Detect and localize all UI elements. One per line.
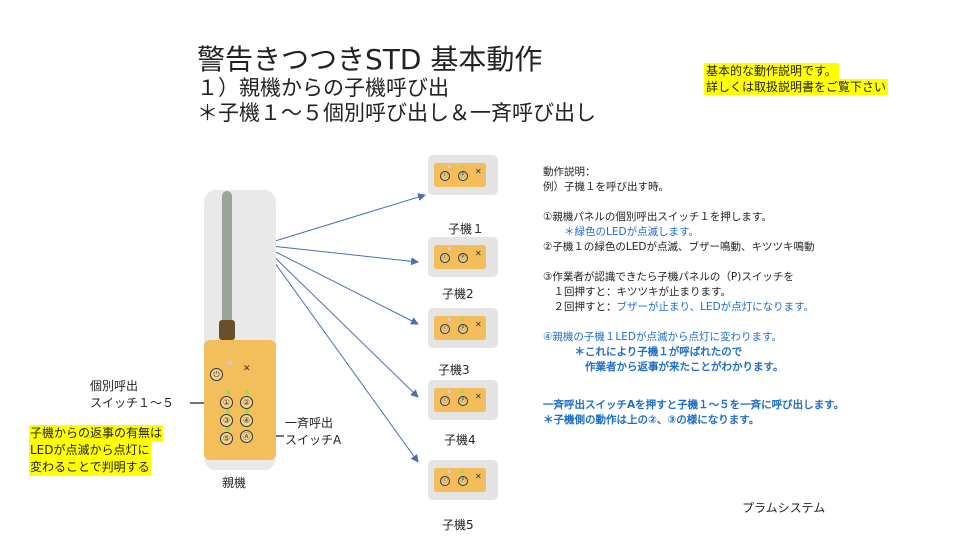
footer-company: プラムシステム <box>742 501 826 515</box>
page-title: 警告きつつきSTD 基本動作 <box>197 43 543 76</box>
description-line: 例）子機１を呼び出す時。 <box>543 181 669 193</box>
left-note: 子機からの返事の有無は LEDが点滅から点灯に 変わることで判明する <box>29 425 164 476</box>
child-power-button-1[interactable]: ⓒ <box>440 171 450 181</box>
child-power-led-2 <box>448 247 451 250</box>
child-p-switch-1[interactable]: Ⓟ <box>458 171 468 181</box>
description-line <box>543 255 814 270</box>
parent-switch-4[interactable]: ④ <box>240 414 253 427</box>
child-p-switch-2[interactable]: Ⓟ <box>458 253 468 263</box>
child-label-4: 子機4 <box>444 433 476 447</box>
description-line: ①親機パネルの個別呼出スイッチ１を押します。 <box>543 211 772 223</box>
left-note-line-2: LEDが点滅から点灯に <box>29 442 151 459</box>
top-note-line-1: 基本的な動作説明です。 <box>704 63 839 79</box>
all-call-description-line-2: ＊子機側の動作は上の②、③の様になります。 <box>543 414 760 426</box>
arrow-to-child-5 <box>261 244 419 463</box>
description-line <box>543 315 814 330</box>
parent-label: 親機 <box>222 476 247 490</box>
child-p-switch-5[interactable]: Ⓟ <box>458 476 468 486</box>
arrow-to-child-3 <box>261 244 419 325</box>
child-power-led-5 <box>448 470 451 473</box>
description-line-prefix: ２回押すと： <box>543 301 617 313</box>
parent-switch-a[interactable]: Ⓐ <box>240 430 253 443</box>
parent-led-4 <box>245 409 249 413</box>
individual-switch-label-line-2: スイッチ１～５ <box>90 396 175 410</box>
parent-switch-1[interactable]: ① <box>220 396 233 409</box>
child-power-button-4[interactable]: ⓒ <box>440 396 450 406</box>
subtitle-line-2: ＊子機１～５個別呼び出し＆一斉呼び出し <box>197 101 596 125</box>
arrow-to-child-2 <box>261 244 419 266</box>
all-call-description: 一斉呼出スイッチAを押すと子機１～５を一斉に呼び出します。 ＊子機側の動作は上の… <box>543 398 844 428</box>
left-note-line-3: 変わることで判明する <box>29 459 151 476</box>
individual-switch-label-line-1: 個別呼出 <box>90 379 139 393</box>
description-line: ＊緑色のLEDが点滅します。 <box>543 226 700 238</box>
parent-switch-2[interactable]: ② <box>240 396 253 409</box>
description-line: ③作業者が認識できたら子機パネルの（P)スイッチを <box>543 271 794 283</box>
description-line: ２回押すと：ブザーが止まり、LEDが点灯になります。 <box>543 300 814 315</box>
child-power-led-1 <box>448 165 451 168</box>
top-note-line-2: 詳しくは取扱説明書をご覧下さい <box>704 79 889 95</box>
child-led-4 <box>461 390 464 393</box>
child-logo-icon: ✕ <box>475 249 482 258</box>
child-power-button-5[interactable]: ⓒ <box>440 476 450 486</box>
child-label-5: 子機5 <box>442 518 474 532</box>
arrow-to-child-4 <box>261 244 419 398</box>
child-led-5 <box>461 470 464 473</box>
child-p-switch-4[interactable]: Ⓟ <box>458 396 468 406</box>
parent-antenna-base <box>219 320 235 340</box>
all-call-description-line-1: 一斉呼出スイッチAを押すと子機１～５を一斉に呼び出します。 <box>543 399 845 411</box>
parent-led-1 <box>226 390 230 394</box>
description-line: ＊これにより子機１が呼ばれたので <box>543 346 743 358</box>
child-power-button-3[interactable]: ⓒ <box>440 324 450 334</box>
parent-led-3 <box>226 409 230 413</box>
child-power-led-3 <box>448 318 451 321</box>
child-logo-icon: ✕ <box>475 472 482 481</box>
child-logo-icon: ✕ <box>475 167 482 176</box>
left-note-line-1: 子機からの返事の有無は <box>29 425 164 442</box>
child-led-1 <box>461 165 464 168</box>
description-line: ④親機の子機１LEDが点滅から点灯に変わります。 <box>543 331 782 343</box>
arrow-to-child-1 <box>261 193 426 246</box>
all-call-switch-label-line-1: 一斉呼出 <box>285 416 334 430</box>
child-logo-icon: ✕ <box>475 392 482 401</box>
top-note: 基本的な動作説明です。 詳しくは取扱説明書をご覧下さい <box>704 63 889 95</box>
parent-power-icon[interactable]: ⏻ <box>210 368 223 381</box>
child-logo-icon: ✕ <box>475 320 482 329</box>
child-led-2 <box>461 247 464 250</box>
description-line: 動作説明： <box>543 166 596 178</box>
child-label-1: 子機１ <box>448 222 485 236</box>
child-led-3 <box>461 318 464 321</box>
parent-power-led <box>228 361 232 365</box>
child-label-3: 子機3 <box>438 363 470 377</box>
parent-led-2 <box>245 390 249 394</box>
operation-description: 動作説明：例）子機１を呼び出す時。①親機パネルの個別呼出スイッチ１を押します。 … <box>543 165 814 375</box>
child-power-led-4 <box>448 390 451 393</box>
individual-switch-label: 個別呼出 スイッチ１～５ <box>90 378 174 412</box>
parent-switch-3[interactable]: ③ <box>220 414 233 427</box>
description-line: ②子機１の緑色のLEDが点滅、ブザー鳴動、キツツキ鳴動 <box>543 241 815 253</box>
subtitle-line-1: １）親機からの子機呼び出 <box>197 76 449 100</box>
child-p-switch-3[interactable]: Ⓟ <box>458 324 468 334</box>
parent-led-5 <box>226 427 230 431</box>
parent-logo-icon: ✕ <box>243 364 251 374</box>
description-line: １回押すと：キツツキが止まります。 <box>543 286 731 298</box>
parent-switch-5[interactable]: ⑤ <box>220 432 233 445</box>
all-call-switch-label-line-2: スイッチA <box>285 433 342 447</box>
all-call-switch-label: 一斉呼出 スイッチA <box>285 415 341 449</box>
description-line-highlight: ブザーが止まり、LEDが点灯になります。 <box>616 301 815 313</box>
child-label-2: 子機2 <box>442 287 474 301</box>
description-line <box>543 195 814 210</box>
child-power-button-2[interactable]: ⓒ <box>440 253 450 263</box>
description-line: 作業者から返事が来たことがわかります。 <box>543 361 784 373</box>
parent-antenna <box>222 191 232 339</box>
